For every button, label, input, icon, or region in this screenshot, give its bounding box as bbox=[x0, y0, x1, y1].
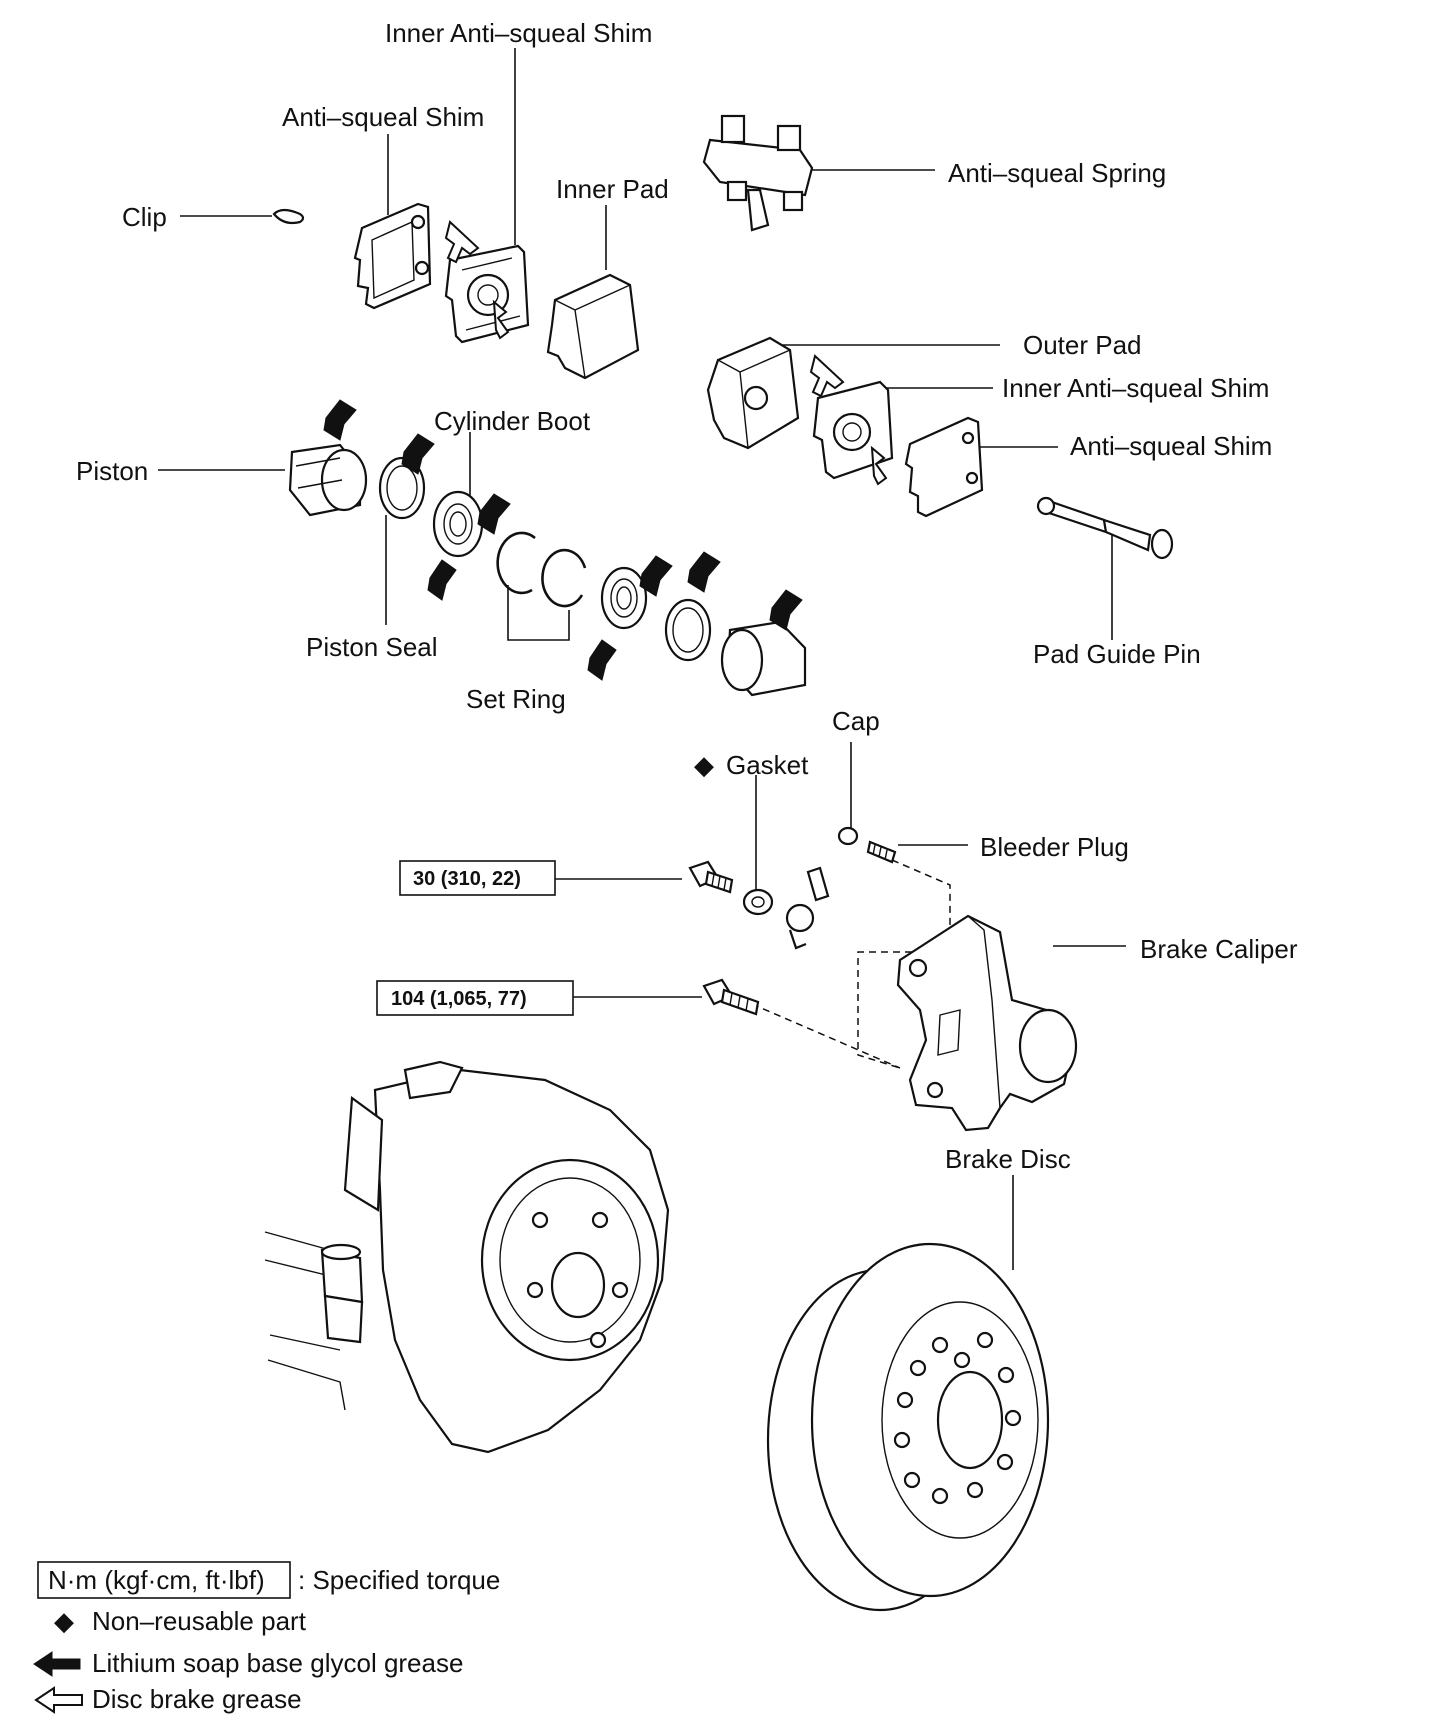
label-inner-pad: Inner Pad bbox=[556, 174, 669, 204]
inner-anti-squeal-shim-right bbox=[812, 380, 894, 480]
label-clip: Clip bbox=[122, 202, 167, 232]
legend-disc-grease-text: Disc brake grease bbox=[92, 1684, 302, 1714]
inner-pad bbox=[546, 273, 640, 380]
legend-disc-brake-grease-icon bbox=[34, 1686, 83, 1714]
label-anti-squeal-shim-right: Anti–squeal Shim bbox=[1070, 431, 1272, 461]
label-inner-anti-squeal-shim-right: Inner Anti–squeal Shim bbox=[1002, 373, 1269, 403]
lithium-grease-icon bbox=[587, 639, 617, 681]
label-pad-guide-pin: Pad Guide Pin bbox=[1033, 639, 1201, 669]
legend-lithium-text: Lithium soap base glycol grease bbox=[92, 1648, 463, 1678]
lithium-grease-icon bbox=[323, 399, 357, 441]
lithium-grease-icon bbox=[427, 559, 457, 601]
anti-squeal-shim-top bbox=[353, 202, 432, 310]
legend-lithium-grease-icon bbox=[33, 1651, 81, 1677]
label-inner-anti-squeal-shim-top: Inner Anti–squeal Shim bbox=[385, 18, 652, 48]
nonreusable-diamond-icon: ◆ bbox=[694, 750, 714, 780]
grease-marks bbox=[323, 220, 888, 681]
label-cap: Cap bbox=[832, 706, 880, 736]
set-ring-right bbox=[541, 548, 587, 608]
legend-nonreusable-icon: ◆ bbox=[54, 1606, 74, 1636]
lithium-grease-icon bbox=[401, 433, 435, 475]
lithium-grease-icon bbox=[687, 551, 721, 593]
set-ring-left bbox=[496, 531, 536, 595]
lithium-grease-icon bbox=[639, 555, 673, 597]
lithium-grease-icon bbox=[477, 493, 511, 535]
piston-seal-right bbox=[664, 598, 712, 662]
label-piston: Piston bbox=[76, 456, 148, 486]
lithium-grease-icon bbox=[769, 589, 803, 631]
label-piston-seal: Piston Seal bbox=[306, 632, 438, 662]
disc-brake-grease-icon bbox=[444, 220, 480, 264]
bleeder-plug-part bbox=[866, 840, 897, 864]
outer-pad bbox=[706, 336, 800, 450]
callouts: Inner Anti–squeal Shim Anti–squeal Shim … bbox=[76, 18, 1298, 1174]
torque-union-bolt: 30 (310, 22) bbox=[413, 868, 521, 890]
piston-seal-left bbox=[378, 456, 426, 520]
disc-brake-grease-icon bbox=[492, 299, 510, 340]
cylinder-boot-left bbox=[432, 490, 484, 558]
caliper-bolt-part bbox=[702, 978, 760, 1016]
brake-disc-part bbox=[766, 1242, 1050, 1612]
torque-caliper-bolt: 104 (1,065, 77) bbox=[391, 988, 527, 1010]
brake-caliper-part bbox=[896, 914, 1078, 1132]
anti-squeal-shim-right bbox=[904, 416, 984, 518]
brake-hose-fitting bbox=[785, 866, 830, 950]
label-cylinder-boot: Cylinder Boot bbox=[434, 406, 591, 436]
torque-spec-caliper-bolt: 104 (1,065, 77) bbox=[376, 980, 574, 1016]
cap-part bbox=[837, 826, 859, 846]
disc-brake-grease-icon bbox=[870, 445, 888, 486]
dashed-guides bbox=[751, 859, 951, 1069]
piston-right bbox=[720, 620, 807, 697]
label-anti-squeal-spring: Anti–squeal Spring bbox=[948, 158, 1166, 188]
label-brake-caliper: Brake Caliper bbox=[1140, 934, 1298, 964]
legend-torque-box-label: N·m (kgf·cm, ft·lbf) bbox=[48, 1565, 265, 1595]
label-bleeder-plug: Bleeder Plug bbox=[980, 832, 1129, 862]
legend: N·m (kgf·cm, ft·lbf) : Specified torque … bbox=[33, 1561, 500, 1714]
torque-spec-union-bolt: 30 (310, 22) bbox=[399, 860, 556, 896]
cylinder-boot-right bbox=[600, 566, 648, 630]
anti-squeal-spring bbox=[702, 114, 814, 232]
inner-anti-squeal-shim-top bbox=[444, 244, 530, 344]
gasket-part bbox=[742, 888, 774, 916]
union-bolt-part bbox=[688, 860, 734, 894]
clip bbox=[272, 208, 305, 225]
legend-nonreusable-text: Non–reusable part bbox=[92, 1606, 307, 1636]
leader-lines bbox=[158, 48, 1126, 1270]
label-brake-disc: Brake Disc bbox=[945, 1144, 1071, 1174]
label-set-ring: Set Ring bbox=[466, 684, 566, 714]
piston-left bbox=[288, 443, 368, 517]
legend-torque-text: : Specified torque bbox=[298, 1565, 500, 1595]
label-gasket: Gasket bbox=[726, 750, 809, 780]
pad-guide-pin bbox=[1036, 496, 1174, 560]
label-anti-squeal-shim-top: Anti–squeal Shim bbox=[282, 102, 484, 132]
axle-hub-assembly bbox=[264, 1060, 670, 1454]
brake-caliper-exploded-view: Inner Anti–squeal Shim Anti–squeal Shim … bbox=[33, 18, 1298, 1714]
disc-brake-grease-icon bbox=[809, 354, 845, 398]
label-outer-pad: Outer Pad bbox=[1023, 330, 1142, 360]
